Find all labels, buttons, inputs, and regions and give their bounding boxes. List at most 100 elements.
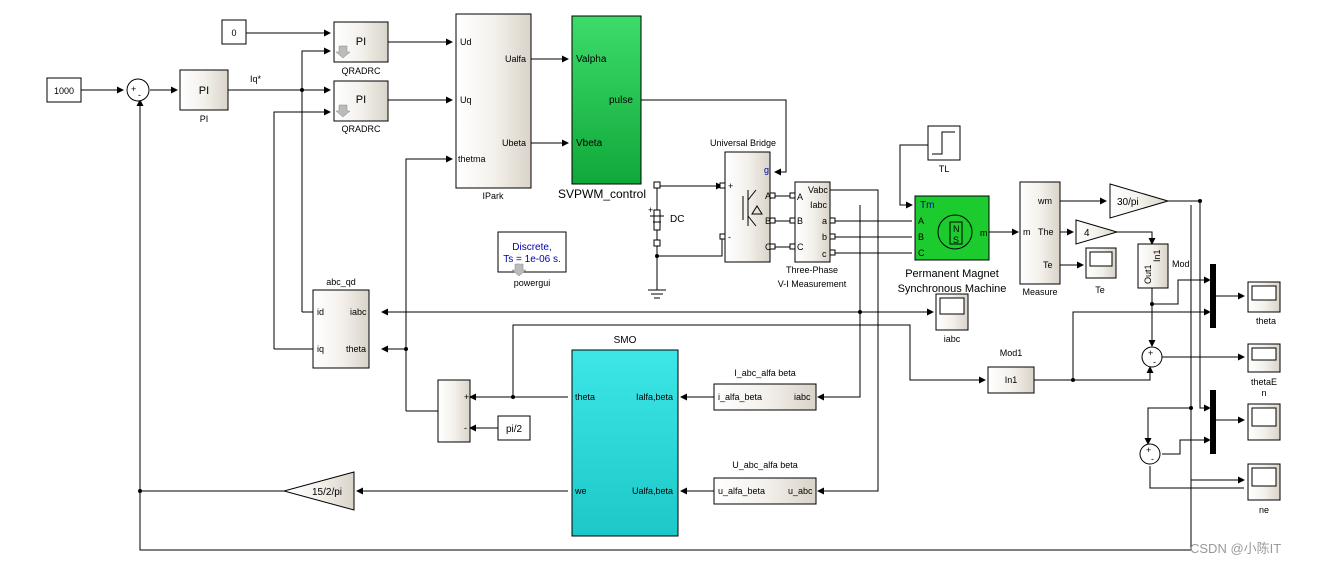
speed-ref-constant[interactable]: 1000 (46, 77, 82, 103)
speed-error-sum-2[interactable]: + - (1139, 443, 1161, 465)
svg-text:A: A (765, 191, 771, 201)
svg-text:g: g (764, 165, 769, 175)
junction-dots (138, 88, 1202, 493)
svg-text:iabc: iabc (350, 307, 367, 317)
dc-voltage-source[interactable]: + DC (648, 181, 684, 299)
svg-text:SVPWM_control: SVPWM_control (558, 187, 646, 201)
svpwm-block[interactable]: Valpha Vbeta pulse SVPWM_control (558, 15, 646, 201)
svg-text:C: C (918, 248, 925, 258)
svg-text:-: - (728, 232, 731, 242)
svg-text:Ud: Ud (460, 37, 472, 47)
svg-text:id: id (317, 307, 324, 317)
svg-text:I_abc_alfa beta: I_abc_alfa beta (734, 368, 796, 378)
svg-text:4: 4 (1084, 228, 1090, 239)
svg-text:+: + (464, 392, 469, 402)
universal-bridge[interactable]: Universal Bridge g A B C + - (710, 138, 776, 263)
svg-text:-: - (138, 90, 141, 100)
smo-observer-block[interactable]: SMO theta we Ialfa,beta Ualfa,beta (571, 335, 679, 537)
svg-text:In1: In1 (1005, 375, 1018, 385)
svg-text:0: 0 (231, 28, 236, 38)
mod-block[interactable]: Out1 In1 Mod (1137, 243, 1190, 289)
svg-text:DC: DC (670, 214, 684, 225)
down-arrow-icon (511, 263, 527, 277)
svg-text:+: + (648, 205, 653, 215)
theta-offset-sum[interactable]: + - (437, 379, 471, 443)
svg-text:B: B (918, 232, 924, 242)
down-arrow-icon (335, 45, 351, 59)
pi-speed-controller[interactable]: PI PI (179, 69, 229, 124)
i-abc-alfabeta-block[interactable]: I_abc_alfa beta i_alfa_beta iabc (713, 368, 817, 411)
svg-text:Mod: Mod (1172, 259, 1190, 269)
ipark-block[interactable]: Ud Uq thetma Ualfa Ubeta IPark (455, 13, 532, 201)
svg-text:iabc: iabc (794, 392, 811, 402)
svg-text:Mod1: Mod1 (1000, 348, 1023, 358)
gain-15-2-pi[interactable]: 15/2/pi (282, 471, 355, 511)
svg-text:Ubeta: Ubeta (502, 138, 526, 148)
svg-text:Ualfa: Ualfa (505, 54, 526, 64)
pi-half-constant[interactable]: pi/2 (497, 415, 531, 441)
svg-text:u_abc: u_abc (788, 486, 813, 496)
gain-30-pi[interactable]: 30/pi (1109, 183, 1170, 219)
measure-block[interactable]: m wm The Te Measure (1019, 181, 1061, 297)
svg-text:n: n (1261, 388, 1266, 398)
svg-text:In1: In1 (1152, 249, 1162, 262)
ne-scope[interactable]: ne (1247, 463, 1281, 515)
svg-text:C: C (765, 242, 772, 252)
theta-error-sum[interactable]: + - (1141, 346, 1163, 368)
theta-scope[interactable]: theta (1247, 281, 1281, 326)
speed-error-sum[interactable]: + - (126, 78, 150, 102)
svg-text:Uq: Uq (460, 95, 472, 105)
svg-text:B: B (765, 216, 771, 226)
svg-text:QRADRC: QRADRC (341, 66, 381, 76)
id-ref-constant[interactable]: 0 (221, 19, 247, 45)
svg-text:PI: PI (356, 94, 366, 106)
qradrc-q-block[interactable]: PI QRADRC (333, 80, 389, 134)
svg-text:Te: Te (1095, 285, 1105, 295)
pmsm-block[interactable]: Tm A B C m N S Permanent Magnet Synchron… (898, 195, 1007, 295)
tl-step-block[interactable]: TL (927, 125, 961, 174)
mod1-block[interactable]: In1 Mod1 (987, 348, 1035, 394)
svg-text:we: we (574, 486, 587, 496)
svg-text:iq: iq (317, 344, 324, 354)
svg-text:A: A (797, 192, 803, 202)
svg-text:i_alfa_beta: i_alfa_beta (718, 392, 762, 402)
svg-text:IPark: IPark (482, 191, 504, 201)
svg-text:PI: PI (199, 85, 209, 97)
svg-text:30/pi: 30/pi (1117, 197, 1139, 208)
svg-text:thetma: thetma (458, 154, 486, 164)
svg-text:Ualfa,beta: Ualfa,beta (632, 486, 673, 496)
ne-mux-scope[interactable] (1247, 403, 1281, 441)
svg-text:powergui: powergui (514, 278, 551, 288)
qradrc-d-block[interactable]: PI QRADRC (333, 21, 389, 76)
svg-text:Three-Phase: Three-Phase (786, 265, 838, 275)
svg-text:-: - (1153, 357, 1156, 367)
svg-text:+: + (728, 181, 733, 191)
u-abc-alfabeta-block[interactable]: U_abc_alfa beta u_alfa_beta u_abc (713, 460, 817, 505)
svg-text:-: - (464, 423, 467, 433)
svg-text:Te: Te (1043, 260, 1053, 270)
svg-text:Tm: Tm (920, 200, 934, 211)
svg-text:Valpha: Valpha (576, 54, 607, 65)
svg-text:SMO: SMO (614, 335, 637, 346)
svg-text:pi/2: pi/2 (506, 424, 523, 435)
svg-text:+: + (131, 84, 136, 94)
svg-text:Permanent Magnet: Permanent Magnet (905, 268, 999, 280)
te-scope[interactable]: Te (1085, 247, 1117, 295)
theta-mux[interactable] (1210, 264, 1216, 328)
svg-text:wm: wm (1037, 196, 1052, 206)
thetaen-scope[interactable]: thetaE n (1247, 343, 1281, 398)
signal-wires (81, 29, 1245, 551)
watermark: CSDN @小陈IT (1190, 541, 1281, 556)
svg-text:c: c (822, 249, 827, 259)
iabc-scope[interactable]: iabc (935, 293, 969, 344)
gain-4[interactable]: 4 (1075, 219, 1119, 245)
abc-qd-block[interactable]: abc_qd id iq iabc theta (312, 277, 370, 369)
ne-mux[interactable] (1210, 390, 1216, 454)
svg-text:Iabc: Iabc (810, 200, 828, 210)
three-phase-vi-measurement[interactable]: A B C a b c Vabc Iabc Three-Phase V-I Me… (778, 181, 847, 289)
svg-text:15/2/pi: 15/2/pi (312, 487, 342, 498)
svg-text:A: A (918, 216, 924, 226)
svg-text:V-I Measurement: V-I Measurement (778, 279, 847, 289)
powergui-block[interactable]: Discrete, Ts = 1e-06 s. powergui (497, 231, 567, 288)
